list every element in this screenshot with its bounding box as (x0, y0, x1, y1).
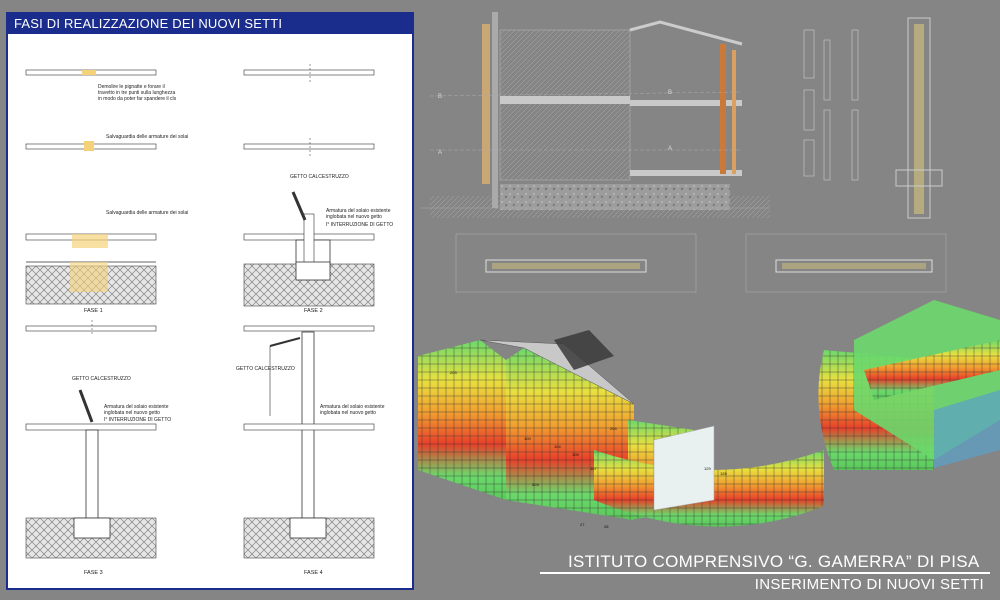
fase4-section (243, 325, 375, 559)
note-demolish-2: travetto in tre punti sulla lunghezza (98, 90, 175, 96)
panel-num-2: 129 (704, 466, 711, 471)
phases-drawing: Demolire le pignatte e forare il travett… (25, 64, 393, 576)
panel-num-3: 128 (720, 471, 727, 476)
mark-b-left: B (438, 94, 442, 100)
armatura-3b: inglobata nel nuovo getto (104, 410, 160, 416)
fase3-label: FASE 3 (84, 570, 103, 576)
getto-label-2: GETTO CALCESTRUZZO (290, 174, 349, 180)
fase2-slab-top (243, 64, 375, 156)
panel-num-9: 27 (580, 522, 585, 527)
panel-num-10: 26 (604, 524, 609, 529)
fase1-slab-top (25, 69, 157, 76)
note-protect-2: Salvaguardia delle armature dei solai (106, 210, 188, 216)
annex-building-model (818, 300, 1000, 470)
project-subtitle: INSERIMENTO DI NUOVI SETTI (754, 576, 984, 593)
fase2-label: FASE 2 (304, 308, 323, 314)
fase2-section (243, 191, 375, 307)
note-protect-1: Salvaguardia delle armature dei solai (106, 134, 188, 140)
construction-phases-sheet: FASI DI REALIZZAZIONE DEI NUOVI SETTI De… (6, 12, 414, 590)
fase1-slab-mid (25, 141, 157, 151)
fase1-section (25, 233, 157, 305)
mark-a-right: A (668, 146, 672, 152)
panel-num-8: 107 (590, 466, 597, 471)
fase1-label: FASE 1 (84, 308, 103, 314)
panel-num-5: 104 (554, 444, 561, 449)
wall-detail-sections (803, 17, 943, 219)
note-demolish-3: in modo da poter far spandere il cls (98, 96, 177, 102)
interruzione-2: I° INTERRUZIONE DI GETTO (326, 222, 393, 228)
interruzione-3: I° INTERRUZIONE DI GETTO (104, 417, 171, 423)
getto-label-3: GETTO CALCESTRUZZO (72, 376, 131, 382)
getto-label-4: GETTO CALCESTRUZZO (236, 366, 295, 372)
bim-model-render: 203 204 129 128 100 104 105 503 107 27 2… (418, 300, 1000, 529)
title-rule (540, 572, 990, 574)
armatura-3a: Armatura del solaio esistente (104, 404, 169, 410)
mark-a-left: A (438, 150, 442, 156)
panel-num-6: 105 (572, 452, 579, 457)
panel-num-0: 203 (450, 370, 457, 375)
main-building-model (418, 330, 824, 527)
panel-num-4: 100 (524, 436, 531, 441)
building-section (420, 12, 770, 218)
panel-num-7: 503 (532, 482, 539, 487)
armatura-4a: Armatura del solaio esistente (320, 404, 385, 410)
armatura-2a: Armatura del solaio esistente (326, 208, 391, 214)
mark-b-right: B (668, 90, 672, 96)
panel-num-1: 204 (610, 426, 617, 431)
plan-details (455, 233, 947, 293)
sheet-title: FASI DI REALIZZAZIONE DEI NUOVI SETTI (8, 14, 412, 34)
fase4-label: FASE 4 (304, 570, 323, 576)
project-title: ISTITUTO COMPRENSIVO “G. GAMERRA” DI PIS… (568, 552, 980, 571)
armatura-4b: inglobata nel nuovo getto (320, 410, 376, 416)
armatura-2b: inglobata nel nuovo getto (326, 214, 382, 220)
fase3-section (25, 320, 157, 559)
technical-drawings: B A B A (420, 12, 947, 293)
note-demolish-1: Demolire le pignatte e forare il (98, 84, 165, 90)
